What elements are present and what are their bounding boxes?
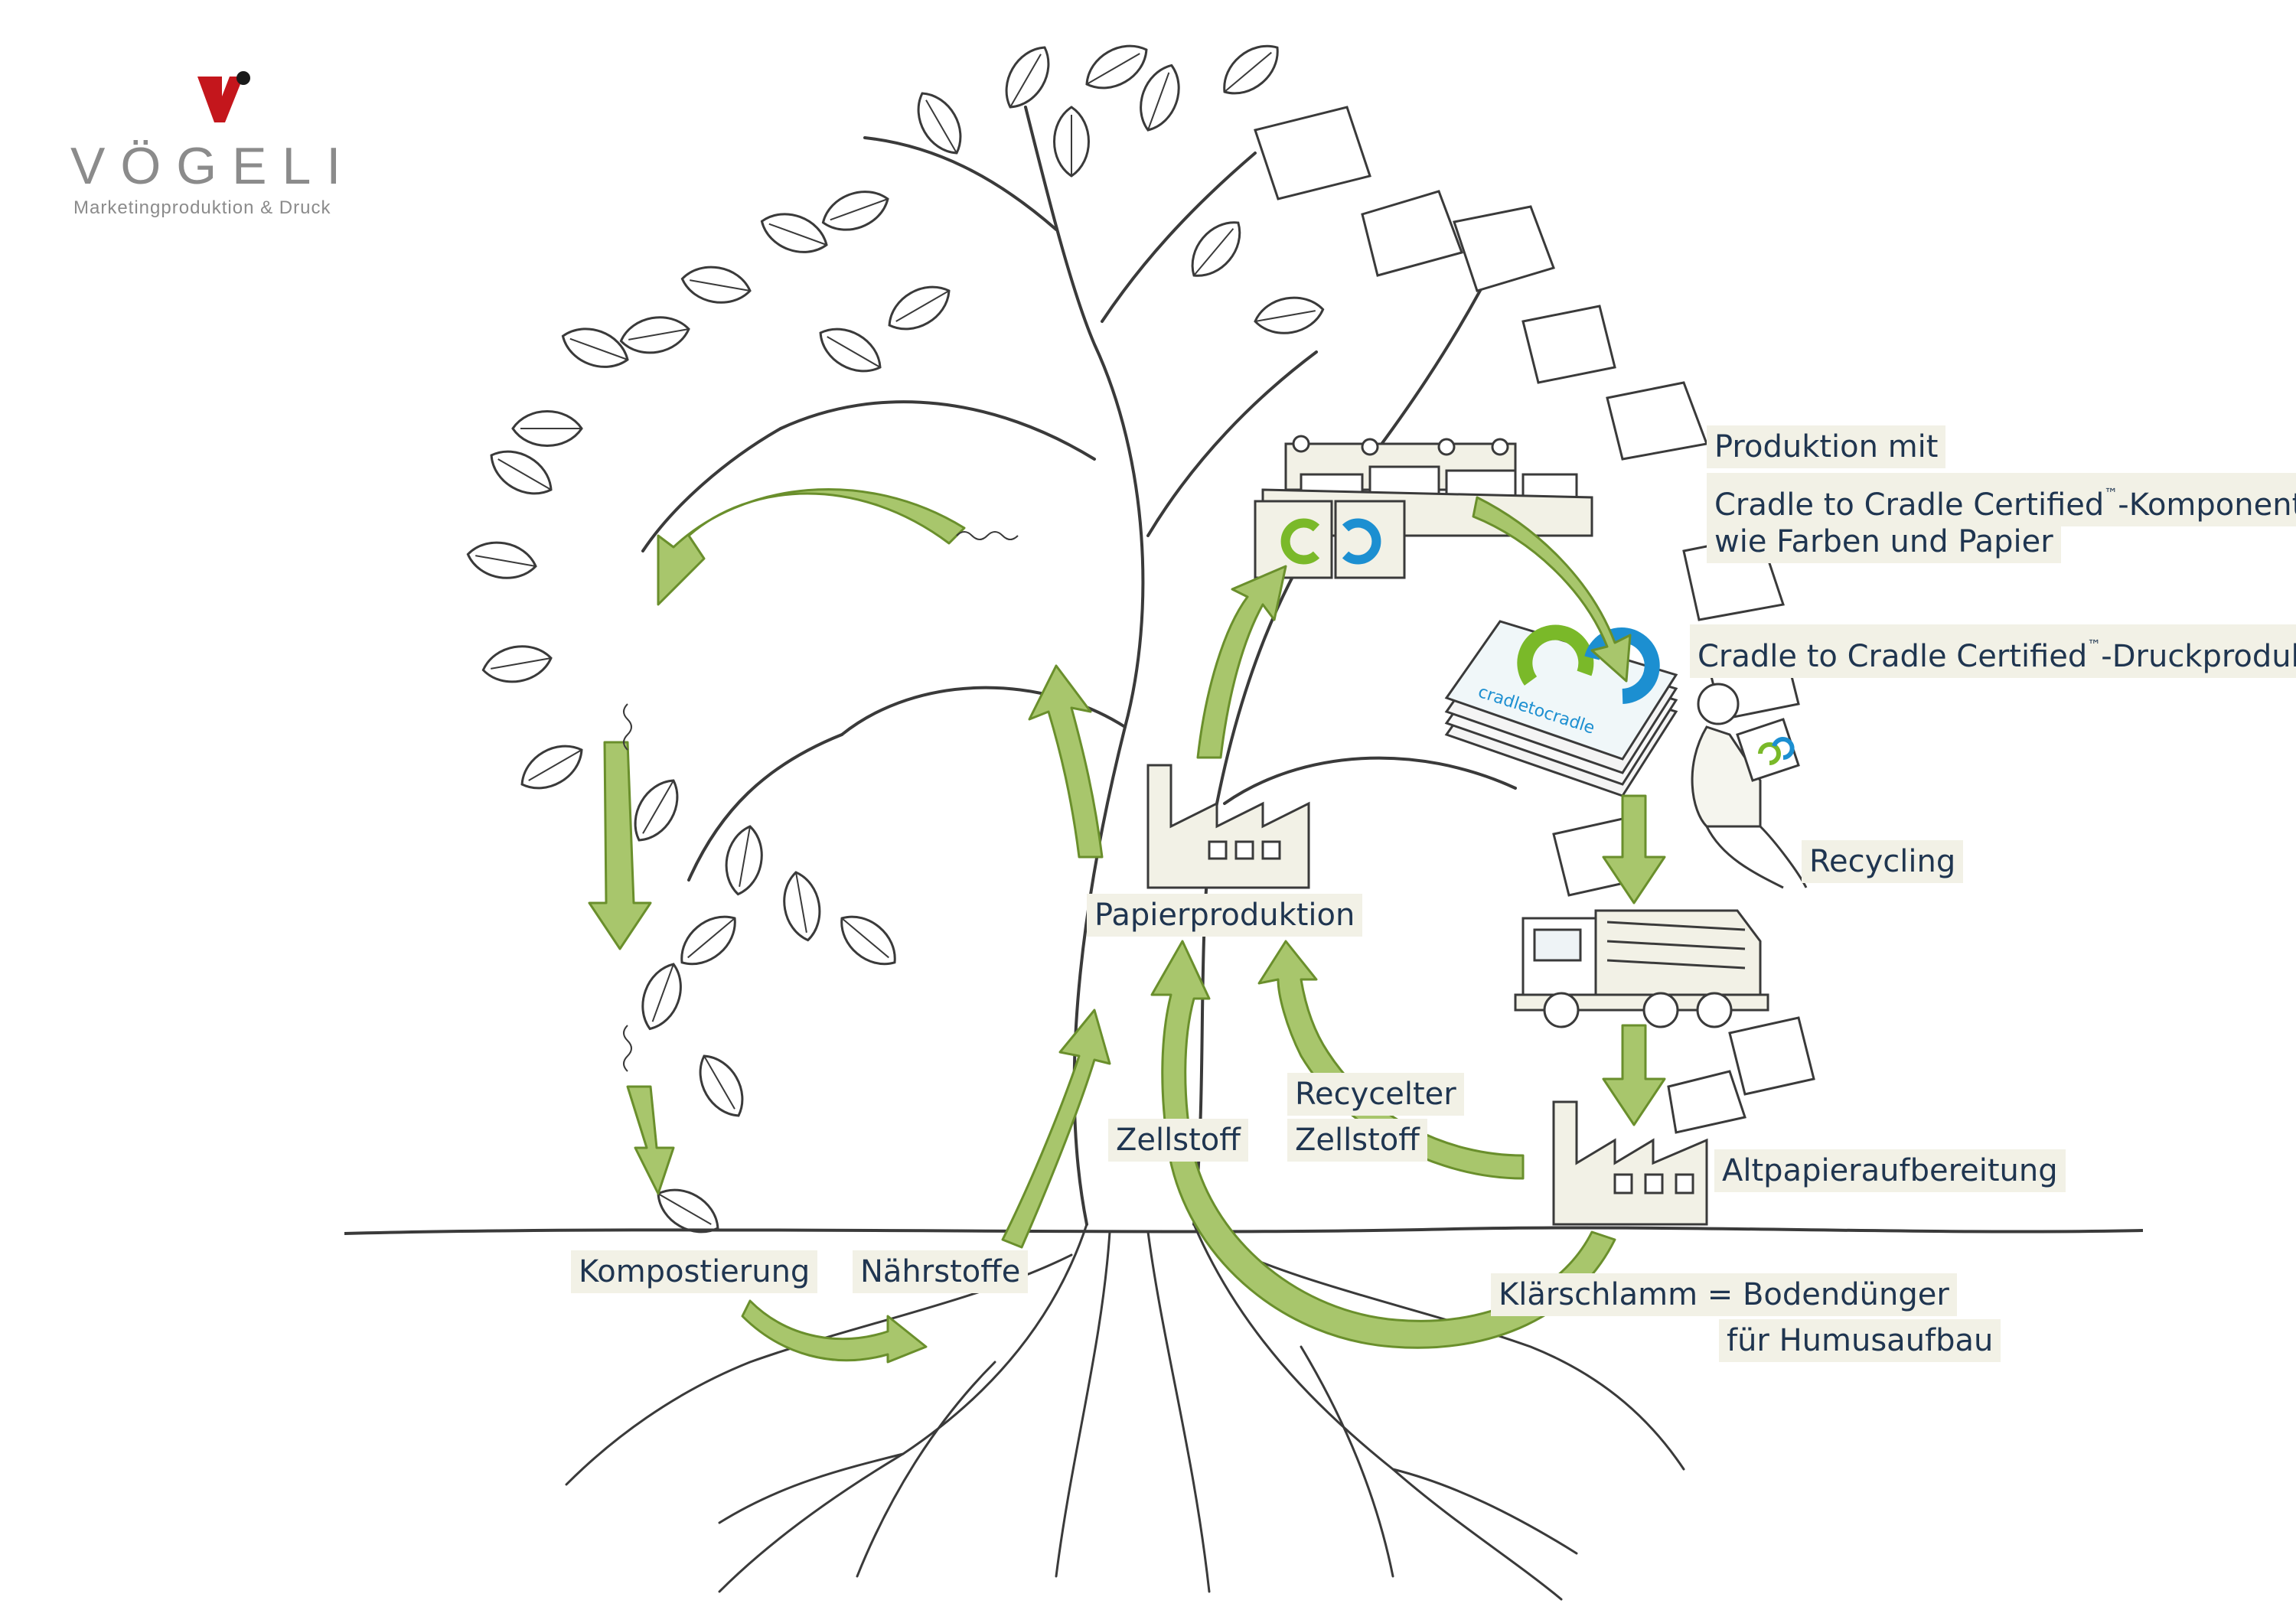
arrow-left-down-2 [626,1085,675,1195]
altpapier-factory [1552,1100,1708,1226]
garbage-truck [1514,909,1769,1028]
label-druckprodukte: Cradle to Cradle Certified™-Druckprodukt… [1690,624,2296,678]
arrow-zellstoff [1150,940,1616,1349]
arrow-factory-up [1196,565,1287,759]
label-kompostierung: Kompostierung [571,1250,818,1293]
logo-name: VÖGELI [70,137,357,195]
reading-person [1691,683,1808,889]
label-druckprodukte-suffix: -Druckprodukte [2101,639,2296,674]
paint-buckets [1254,500,1406,579]
label-produktion-text: Cradle to Cradle Certified [1714,487,2105,523]
arrow-tree-top [657,487,966,606]
label-klaerschlamm-line1: Klärschlamm = Bodendünger [1491,1273,1957,1316]
tree-leaves [463,33,1342,1244]
label-klaerschlamm-b: Bodendünger [1742,1277,1949,1312]
arrow-kompost [741,1299,928,1364]
label-naehrstoffe: Nährstoffe [853,1250,1029,1293]
label-produktion-line2: Cradle to Cradle Certified™-Komponenten [1707,473,2296,526]
label-recycelter-line1: Recycelter [1287,1073,1464,1116]
label-klaerschlamm-line2: für Humusaufbau [1719,1319,2001,1362]
arrow-naehrstoffe-up [1001,1009,1111,1249]
logo-tagline: Marketingproduktion & Druck [73,197,331,218]
label-papierproduktion: Papierproduktion [1087,894,1363,937]
spring-scribbles [623,531,1019,1072]
arrow-truck-down [1602,1024,1666,1126]
label-altpapier: Altpapieraufbereitung [1714,1149,2066,1192]
label-produktion-suffix: -Komponenten [2118,487,2296,523]
arrow-recycling-down [1602,794,1666,904]
label-recycelter-line2: Zellstoff [1287,1119,1427,1162]
ground-line [344,1226,2144,1235]
label-produktion-line1: Produktion mit [1707,425,1946,468]
label-produktion-line3: wie Farben und Papier [1707,520,2061,563]
arrow-trunk-up [1028,664,1104,859]
label-recycling: Recycling [1802,840,1964,883]
label-druckprodukte-text: Cradle to Cradle Certified [1698,639,2088,674]
label-zellstoff: Zellstoff [1108,1119,1248,1162]
arrow-press-down [1472,496,1632,683]
arrow-left-down-1 [588,741,652,950]
logo-mark [197,71,250,122]
label-druckprodukte-tm: ™ [2087,637,2102,653]
label-produktion-tm: ™ [2104,486,2118,502]
print-stack: cradletocradle [1444,620,1678,797]
label-klaerschlamm-a: Klärschlamm = [1499,1277,1743,1312]
paper-factory [1146,764,1310,889]
